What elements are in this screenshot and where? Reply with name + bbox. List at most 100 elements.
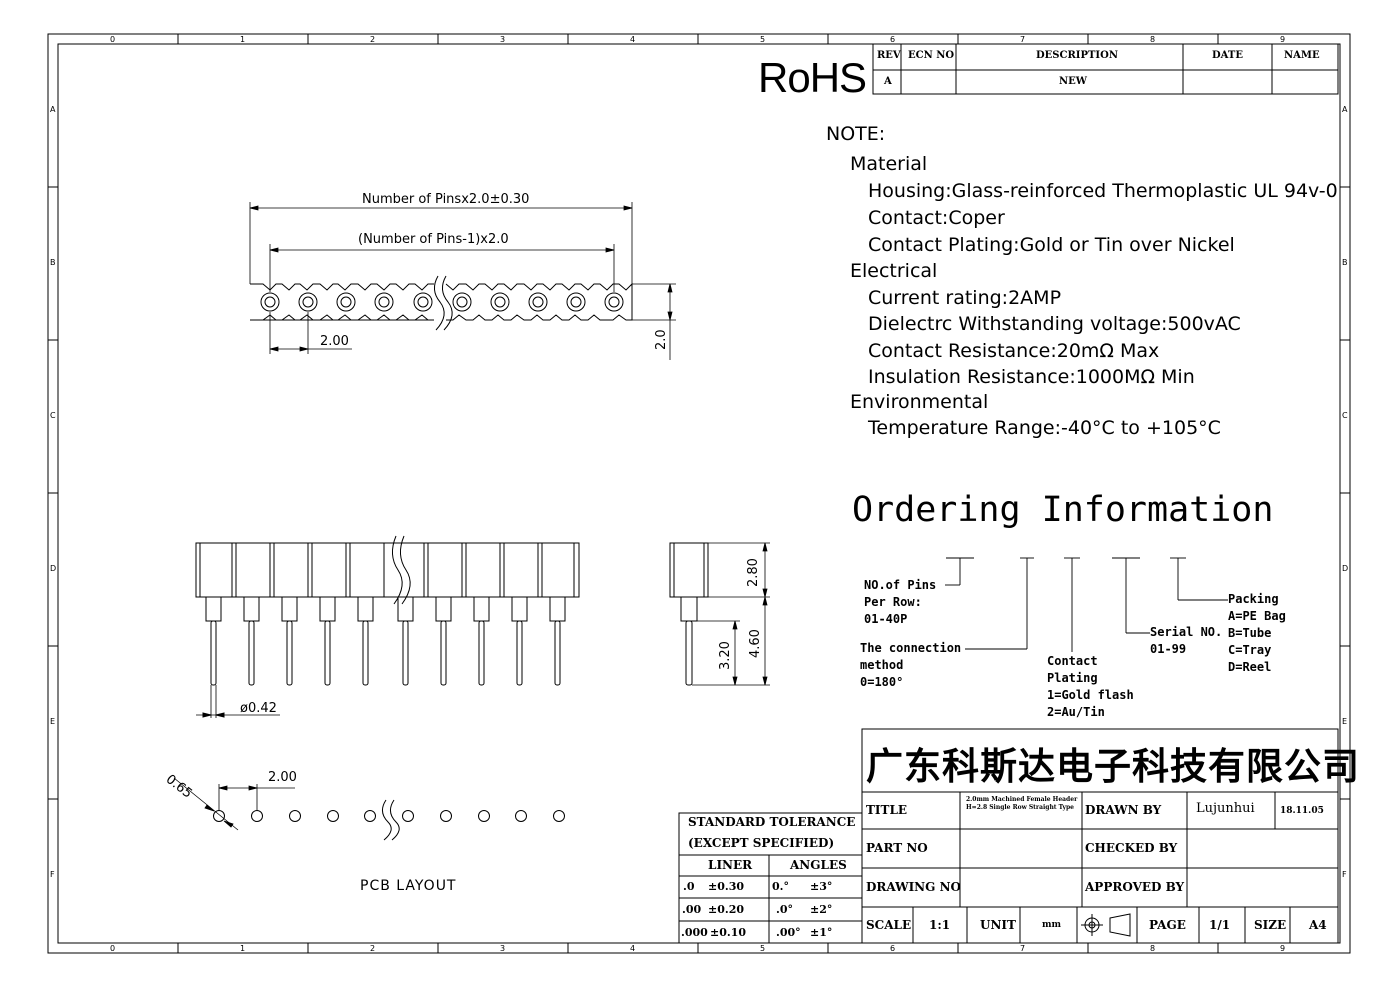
note-current: Current rating:2AMP xyxy=(868,287,1062,309)
grid-col-6-bottom: 6 xyxy=(890,944,896,953)
grid-row-d: D xyxy=(50,564,57,573)
ordering-packing: Packing A=PE Bag B=Tube C=Tray D=Reel xyxy=(1228,591,1286,676)
revision-table xyxy=(872,43,1339,95)
top-view-connector xyxy=(250,275,633,331)
grid-col-3-bottom: 3 xyxy=(500,944,506,953)
grid-row-b: B xyxy=(50,258,56,267)
tolerance-r1-angle: 0.° xyxy=(772,880,789,893)
grid-col-8: 8 xyxy=(1150,35,1156,44)
ordering-contact-line-4: 2=Au/Tin xyxy=(1047,705,1105,719)
dim-pitch: 2.00 xyxy=(320,334,349,349)
grid-row-f: F xyxy=(50,870,55,879)
grid-col-2-bottom: 2 xyxy=(370,944,376,953)
ordering-connection-line-3: 0=180° xyxy=(860,675,904,689)
description-value: NEW xyxy=(1059,76,1087,87)
tolerance-title-2: (EXCEPT SPECIFIED) xyxy=(688,836,835,850)
pcb-layout xyxy=(173,777,565,841)
ordering-serial-line-1: Serial NO. xyxy=(1150,625,1223,639)
page-value: 1/1 xyxy=(1209,918,1231,932)
note-housing: Housing:Glass-reinforced Thermoplastic U… xyxy=(868,180,1338,202)
note-electrical: Electrical xyxy=(850,260,938,282)
ordering-packing-line-4: C=Tray xyxy=(1228,643,1272,657)
ecn-header: ECN NO xyxy=(908,50,955,61)
dim-pin-length: 3.20 xyxy=(718,641,733,670)
drawing-no-label: DRAWING NO xyxy=(866,880,961,894)
tolerance-r1-angle-tol: ±3° xyxy=(810,880,833,893)
rev-header: REV xyxy=(877,50,901,61)
date-header: DATE xyxy=(1212,50,1243,61)
grid-col-7: 7 xyxy=(1020,35,1026,44)
tolerance-liner-header: LINER xyxy=(708,858,753,872)
grid-col-0: 0 xyxy=(110,35,116,44)
note-title: NOTE: xyxy=(826,123,886,145)
ordering-connection: The connection method 0=180° xyxy=(860,640,961,691)
ordering-pins: NO.of Pins Per Row: 01-40P xyxy=(864,577,936,628)
ordering-connection-line-2: method xyxy=(860,658,904,672)
tolerance-table xyxy=(678,812,863,944)
drawn-date: 18.11.05 xyxy=(1280,806,1324,816)
grid-col-0-bottom: 0 xyxy=(110,944,116,953)
tolerance-r3-linear-tol: ±0.10 xyxy=(710,926,747,939)
grid-col-5: 5 xyxy=(760,35,766,44)
unit-value: mm xyxy=(1042,920,1062,930)
dim-housing-height: 2.80 xyxy=(746,558,761,587)
size-value: A4 xyxy=(1309,918,1327,932)
note-resistance: Contact Resistance:20mΩ Max xyxy=(868,340,1160,362)
scale-label: SCALE xyxy=(866,918,912,932)
note-temperature: Temperature Range:-40°C to +105°C xyxy=(868,417,1221,439)
grid-row-e-right: E xyxy=(1342,717,1348,726)
part-no-label: PART NO xyxy=(866,841,928,855)
projection-symbol-icon xyxy=(1081,913,1131,937)
grid-col-7-bottom: 7 xyxy=(1020,944,1026,953)
dim-overall: Number of Pinsx2.0±0.30 xyxy=(362,192,530,207)
ordering-contact: Contact Plating 1=Gold flash 2=Au/Tin xyxy=(1047,653,1134,721)
title-label: TITLE xyxy=(866,803,908,817)
ordering-pins-line-2: Per Row: xyxy=(864,595,922,609)
grid-col-5-bottom: 5 xyxy=(760,944,766,953)
title-value-line-1: 2.0mm Machined Female Header xyxy=(966,796,1078,803)
ordering-packing-line-2: A=PE Bag xyxy=(1228,609,1286,623)
grid-col-4: 4 xyxy=(630,35,636,44)
ordering-contact-line-2: Plating xyxy=(1047,671,1098,685)
grid-col-6: 6 xyxy=(890,35,896,44)
dim-height: 2.0 xyxy=(654,329,669,350)
rev-value: A xyxy=(884,76,892,87)
pcb-layout-caption: PCB LAYOUT xyxy=(360,878,457,894)
ordering-contact-line-3: 1=Gold flash xyxy=(1047,688,1134,702)
tolerance-r3-linear: .000 xyxy=(681,926,708,939)
ordering-serial: Serial NO. 01-99 xyxy=(1150,624,1222,658)
grid-row-b-right: B xyxy=(1342,258,1348,267)
ordering-packing-line-5: D=Reel xyxy=(1228,660,1272,674)
grid-row-c-right: C xyxy=(1342,411,1348,420)
tolerance-title-1: STANDARD TOLERANCE xyxy=(688,815,856,829)
ordering-pins-line-1: NO.of Pins xyxy=(864,578,937,592)
drawn-by-label: DRAWN BY xyxy=(1085,803,1162,817)
grid-col-4-bottom: 4 xyxy=(630,944,636,953)
end-view-connector xyxy=(669,542,770,686)
front-view-connector xyxy=(195,535,580,718)
grid-col-2: 2 xyxy=(370,35,376,44)
grid-col-9-bottom: 9 xyxy=(1280,944,1286,953)
grid-col-1-bottom: 1 xyxy=(240,944,246,953)
ordering-serial-line-2: 01-99 xyxy=(1150,642,1187,656)
tolerance-angles-header: ANGLES xyxy=(790,858,847,872)
note-contact: Contact:Coper xyxy=(868,207,1005,229)
name-header: NAME xyxy=(1284,50,1320,61)
ordering-packing-line-3: B=Tube xyxy=(1228,626,1272,640)
approved-by-label: APPROVED BY xyxy=(1085,880,1185,894)
grid-col-9: 9 xyxy=(1280,35,1286,44)
tolerance-r2-linear-tol: ±0.20 xyxy=(708,903,745,916)
rohs-mark: RoHS xyxy=(758,54,867,101)
ordering-contact-line-1: Contact xyxy=(1047,654,1098,668)
title-value: 2.0mm Machined Female Header H=2.8 Singl… xyxy=(966,796,1077,812)
size-label: SIZE xyxy=(1254,918,1287,932)
grid-col-8-bottom: 8 xyxy=(1150,944,1156,953)
note-plating: Contact Plating:Gold or Tin over Nickel xyxy=(868,234,1235,256)
ordering-packing-line-1: Packing xyxy=(1228,592,1279,606)
dim-pcb-pitch: 2.00 xyxy=(268,770,297,785)
grid-col-1: 1 xyxy=(240,35,246,44)
ordering-leaders xyxy=(945,557,1228,652)
ordering-connection-line-1: The connection xyxy=(860,641,962,655)
tolerance-r3-angle-tol: ±1° xyxy=(810,926,833,939)
